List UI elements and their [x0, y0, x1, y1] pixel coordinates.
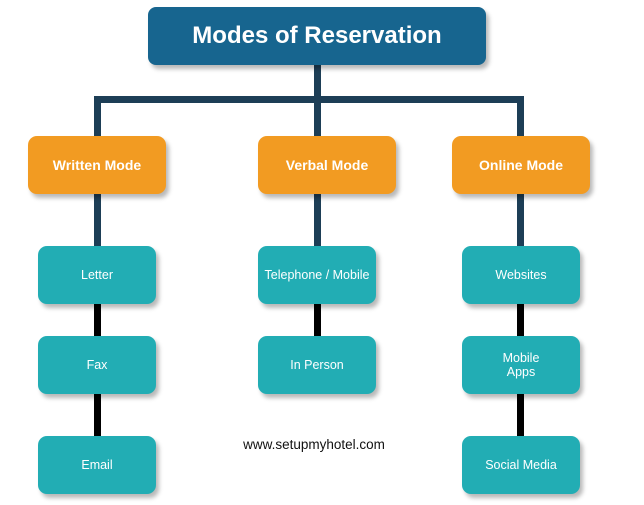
connector-apps-social: [517, 392, 524, 438]
mode-written: Written Mode: [28, 136, 166, 194]
connector-websites-apps: [517, 302, 524, 338]
horizontal-connector: [94, 96, 524, 103]
connector-verbal: [314, 96, 321, 138]
item-email: Email: [38, 436, 156, 494]
connector-letter-fax: [94, 302, 101, 338]
item-social-media: Social Media: [462, 436, 580, 494]
connector-telephone-inperson: [314, 302, 321, 338]
connector-fax-email: [94, 392, 101, 438]
diagram-title: Modes of Reservation: [148, 7, 486, 65]
mode-online: Online Mode: [452, 136, 590, 194]
website-watermark: www.setupmyhotel.com: [243, 437, 385, 452]
mode-verbal: Verbal Mode: [258, 136, 396, 194]
title-connector: [314, 62, 321, 102]
item-letter: Letter: [38, 246, 156, 304]
connector-verbal-items: [314, 194, 321, 246]
connector-online: [517, 96, 524, 138]
connector-written-items: [94, 194, 101, 246]
item-websites: Websites: [462, 246, 580, 304]
connector-online-items: [517, 194, 524, 246]
item-in-person: In Person: [258, 336, 376, 394]
connector-written: [94, 96, 101, 138]
item-mobile-apps: Mobile Apps: [462, 336, 580, 394]
item-fax: Fax: [38, 336, 156, 394]
item-telephone-mobile: Telephone / Mobile: [258, 246, 376, 304]
